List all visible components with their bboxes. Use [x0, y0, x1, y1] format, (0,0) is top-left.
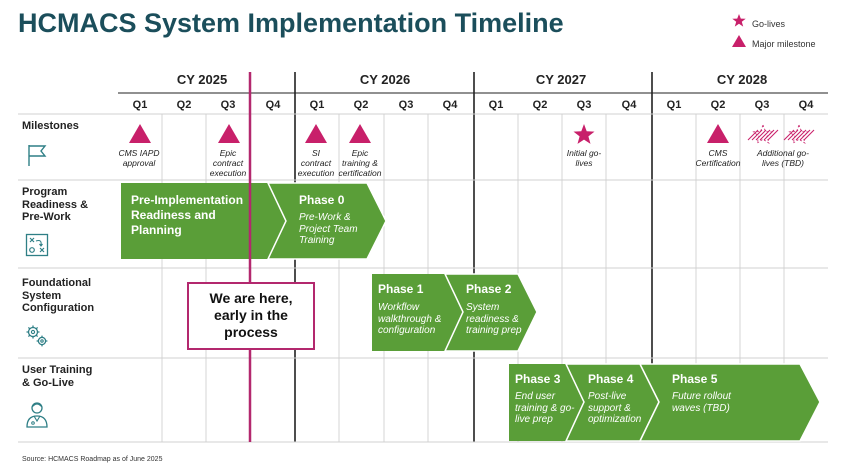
- phase-2-title: Phase 2: [466, 282, 512, 296]
- phase-1-subtitle: Workflow walkthrough & configuration: [378, 302, 442, 336]
- milestone-triangle-cms-iapd: [129, 124, 151, 143]
- row-label-program-readiness: Program Readiness & Pre-Work: [22, 186, 89, 223]
- source-note: Source: HCMACS Roadmap as of June 2025: [22, 456, 163, 463]
- quarter-label: Q4: [265, 99, 281, 111]
- strategy-board-icon: [25, 233, 49, 262]
- row-label-user-training: User Training & Go-Live: [22, 364, 93, 389]
- year-label-2026: CY 2026: [359, 72, 411, 87]
- phase-4-subtitle: Post-live support & optimization: [588, 391, 642, 425]
- phase-5-title: Phase 5: [672, 372, 718, 386]
- phase-5-bar: [638, 363, 821, 442]
- milestone-triangle-epic-contract: [218, 124, 240, 143]
- phase-pre-implementation-bar: [121, 183, 286, 259]
- phase-pre-implementation-title: Pre-Implementation Readiness and Plannin…: [131, 193, 244, 237]
- phase-3-subtitle: End user training & go- live prep: [515, 391, 575, 425]
- milestone-label: SI contract execution: [297, 148, 335, 178]
- phase-1-bar: [372, 274, 463, 351]
- legend-go-lives: Go-lives: [732, 14, 785, 29]
- milestone-label: Epic contract execution: [209, 148, 247, 178]
- quarter-label: Q3: [398, 99, 414, 111]
- we-are-here-callout: We are here, early in the process: [187, 282, 315, 350]
- milestone-label: CMS IAPD approval: [118, 148, 160, 168]
- quarter-label: Q2: [710, 99, 726, 111]
- quarter-label: Q3: [754, 99, 770, 111]
- quarter-label: Q4: [442, 99, 458, 111]
- flag-icon: [26, 143, 48, 172]
- phase-5-subtitle: Future rollout waves (TBD): [672, 391, 731, 414]
- quarter-label: Q4: [798, 99, 814, 111]
- quarter-label: Q1: [309, 99, 325, 111]
- phase-3-title: Phase 3: [515, 372, 561, 386]
- quarter-label: Q1: [666, 99, 682, 111]
- phase-2-bar: [443, 273, 538, 352]
- legend-label: Major milestone: [752, 39, 816, 49]
- milestone-triangle-si-contract: [305, 124, 327, 143]
- quarter-label: Q2: [353, 99, 369, 111]
- trainer-person-icon: [25, 400, 49, 433]
- phase-0-title: Phase 0: [299, 193, 345, 207]
- triangle-icon: [732, 35, 746, 49]
- phase-4-title: Phase 4: [588, 372, 634, 386]
- quarter-label: Q4: [621, 99, 637, 111]
- milestone-hatched-star-additional-1: [747, 123, 779, 145]
- phase-3-bar: [509, 364, 584, 441]
- milestone-label: Epic training & certification: [338, 148, 382, 178]
- legend-major-milestone: Major milestone: [732, 35, 816, 49]
- star-icon: [732, 14, 746, 29]
- milestone-triangle-epic-training: [349, 124, 371, 143]
- quarter-label: Q1: [132, 99, 148, 111]
- row-label-milestones: Milestones: [22, 120, 79, 132]
- row-label-foundational-config: Foundational System Configuration: [22, 277, 95, 314]
- phase-0-bar: [266, 182, 387, 260]
- page-title: HCMACS System Implementation Timeline: [18, 8, 564, 38]
- quarter-label: Q3: [576, 99, 592, 111]
- year-label-2027: CY 2027: [535, 72, 587, 87]
- milestone-triangle-cms-certification: [707, 124, 729, 143]
- milestone-label: CMS Certification: [695, 148, 741, 168]
- legend-label: Go-lives: [752, 19, 786, 29]
- quarter-label: Q2: [532, 99, 548, 111]
- quarter-label: Q1: [488, 99, 504, 111]
- quarter-label: Q3: [220, 99, 236, 111]
- milestone-hatched-star-additional-2: [783, 123, 815, 145]
- phase-0-subtitle: Pre-Work & Project Team Training: [299, 212, 358, 246]
- year-label-2028: CY 2028: [716, 72, 768, 87]
- milestone-label: Additional go- lives (TBD): [757, 148, 809, 168]
- phase-1-title: Phase 1: [378, 282, 424, 296]
- phase-2-subtitle: System readiness & training prep: [466, 302, 522, 336]
- year-label-2025: CY 2025: [176, 72, 228, 87]
- gears-icon: [24, 323, 50, 354]
- quarter-label: Q2: [176, 99, 192, 111]
- milestone-star-initial-go-lives: [573, 124, 595, 144]
- milestone-label: Initial go- lives: [566, 148, 602, 168]
